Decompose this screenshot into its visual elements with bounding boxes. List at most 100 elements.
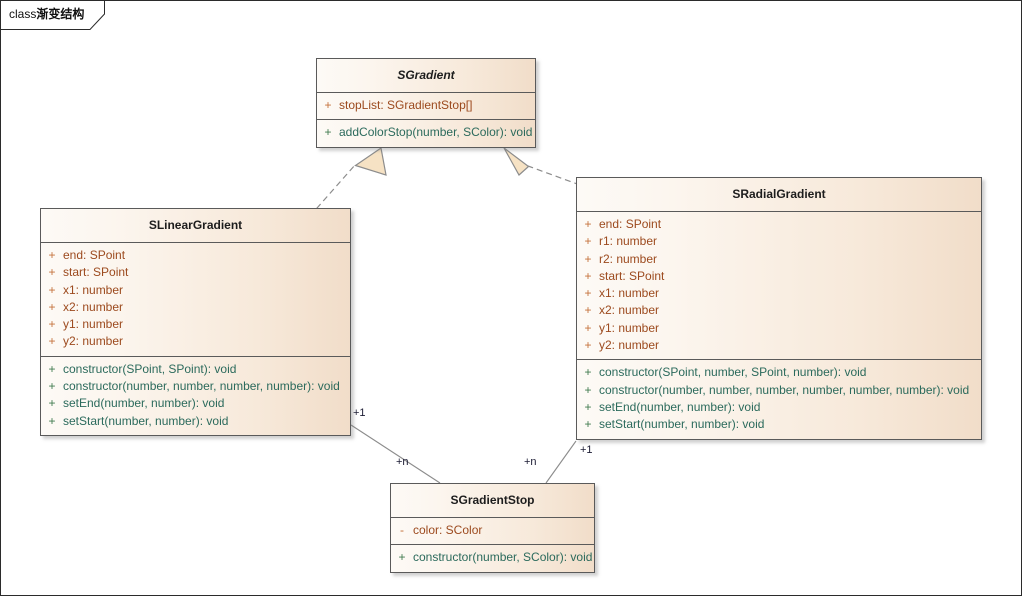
attribute-row: + stopList: SGradientStop[] [317,97,535,114]
visibility-marker: - [400,523,404,537]
member-signature: start: SPoint [63,265,129,280]
class-box-sgradient[interactable]: SGradient + stopList: SGradientStop[] + … [316,58,536,148]
frame-tab-shape [0,0,105,30]
visibility-marker: + [584,417,592,432]
method-row: + constructor(SPoint, number, SPoint, nu… [577,364,981,381]
visibility-marker: + [584,234,592,249]
attributes-compartment-sgradient: + stopList: SGradientStop[] [317,93,535,119]
member-signature: setEnd(number, number): void [599,399,761,414]
member-signature: r1: number [599,234,658,249]
attribute-row: + x1: number [41,282,350,299]
compartment-separator [577,211,981,212]
diagram-frame-tab: class渐变结构 [0,0,105,30]
compartment-separator [41,242,350,243]
method-row: + constructor(SPoint, SPoint): void [41,361,350,378]
multiplicity-linear-source: +1 [353,407,366,419]
class-name-sgradientstop: SGradientStop [450,493,535,507]
member-signature: r2: number [599,251,658,266]
method-row: + setEnd(number, number): void [577,399,981,416]
attributes-compartment-sgradientstop: - color: SColor [391,518,594,544]
member-signature: color: SColor [413,523,483,537]
visibility-marker: + [48,334,56,349]
attribute-row: + y2: number [41,333,350,350]
attribute-row: + r2: number [577,251,981,268]
multiplicity-linear-target: +n [396,456,409,468]
member-signature: constructor(number, number, number, numb… [599,382,970,397]
method-row: + addColorStop(number, SColor): void [317,124,535,141]
attribute-row: + y1: number [577,320,981,337]
compartment-separator [41,355,350,357]
multiplicity-radial-target: +n [524,456,537,468]
member-signature: y1: number [599,320,660,335]
member-signature: constructor(SPoint, number, SPoint, numb… [599,365,867,380]
connector-linear-has-stops [350,424,441,484]
methods-compartment-slineargradient: + constructor(SPoint, SPoint): void + co… [41,357,350,435]
frame-tab-keyword: class [9,7,37,21]
class-box-slineargradient[interactable]: SLinearGradient + end: SPoint + start: S… [40,208,351,436]
connector-radial-has-stops [545,440,577,484]
member-signature: constructor(number, number, number, numb… [63,379,340,394]
method-row: + constructor(number, number, number, nu… [41,378,350,395]
member-signature: addColorStop(number, SColor): void [339,125,533,140]
class-name-sradialgradient: SRadialGradient [732,187,826,201]
member-signature: stopList: SGradientStop[] [339,98,473,112]
visibility-marker: + [48,379,56,394]
member-signature: x1: number [63,282,124,297]
class-box-sgradientstop[interactable]: SGradientStop - color: SColor + construc… [390,483,595,573]
attribute-row: + end: SPoint [577,216,981,233]
frame-tab-title: 渐变结构 [36,7,85,21]
member-signature: y1: number [63,317,124,332]
compartment-separator [317,119,535,121]
class-box-sradialgradient[interactable]: SRadialGradient + end: SPoint + r1: numb… [576,177,982,440]
visibility-marker: + [584,338,592,353]
compartment-separator [391,517,594,518]
visibility-marker: + [584,365,592,380]
member-signature: constructor(number, SColor): void [413,550,593,565]
attribute-row: - color: SColor [391,522,594,539]
visibility-marker: + [324,98,332,112]
visibility-marker: + [48,317,56,332]
member-signature: x2: number [63,299,124,314]
member-signature: setStart(number, number): void [63,413,229,428]
attribute-row: + x2: number [577,302,981,319]
class-name-slineargradient: SLinearGradient [148,218,243,232]
visibility-marker: + [48,299,56,314]
method-row: + setEnd(number, number): void [41,395,350,412]
connector-radial-realizes-gradient [503,147,581,186]
member-signature: y2: number [599,338,660,353]
compartment-separator [317,92,535,93]
compartment-separator [577,359,981,361]
compartment-separator [391,544,594,546]
visibility-marker: + [584,303,592,318]
visibility-marker: + [48,265,56,280]
visibility-marker: + [48,396,56,411]
method-row: + constructor(number, SColor): void [391,549,594,566]
visibility-marker: + [324,125,332,140]
visibility-marker: + [584,382,592,397]
method-row: + setStart(number, number): void [577,416,981,433]
method-row: + setStart(number, number): void [41,413,350,430]
visibility-marker: + [584,399,592,414]
attribute-row: + r1: number [577,233,981,250]
methods-compartment-sgradient: + addColorStop(number, SColor): void [317,120,535,146]
attribute-row: + x2: number [41,299,350,316]
member-signature: start: SPoint [599,268,665,283]
member-signature: x2: number [599,303,660,318]
connector-linear-realizes-gradient [309,146,387,217]
attributes-compartment-slineargradient: + end: SPoint + start: SPoint + x1: numb… [41,243,350,356]
visibility-marker: + [48,282,56,297]
visibility-marker: + [584,217,592,231]
method-row: + constructor(number, number, number, nu… [577,382,981,399]
visibility-marker: + [398,550,406,565]
visibility-marker: + [48,361,56,376]
member-signature: setEnd(number, number): void [63,396,225,411]
visibility-marker: + [48,413,56,428]
frame-tab-label: class渐变结构 [9,5,84,22]
visibility-marker: + [584,268,592,283]
member-signature: end: SPoint [599,217,662,231]
attributes-compartment-sradialgradient: + end: SPoint + r1: number + r2: number … [577,212,981,359]
attribute-row: + x1: number [577,285,981,302]
member-signature: end: SPoint [63,248,126,262]
